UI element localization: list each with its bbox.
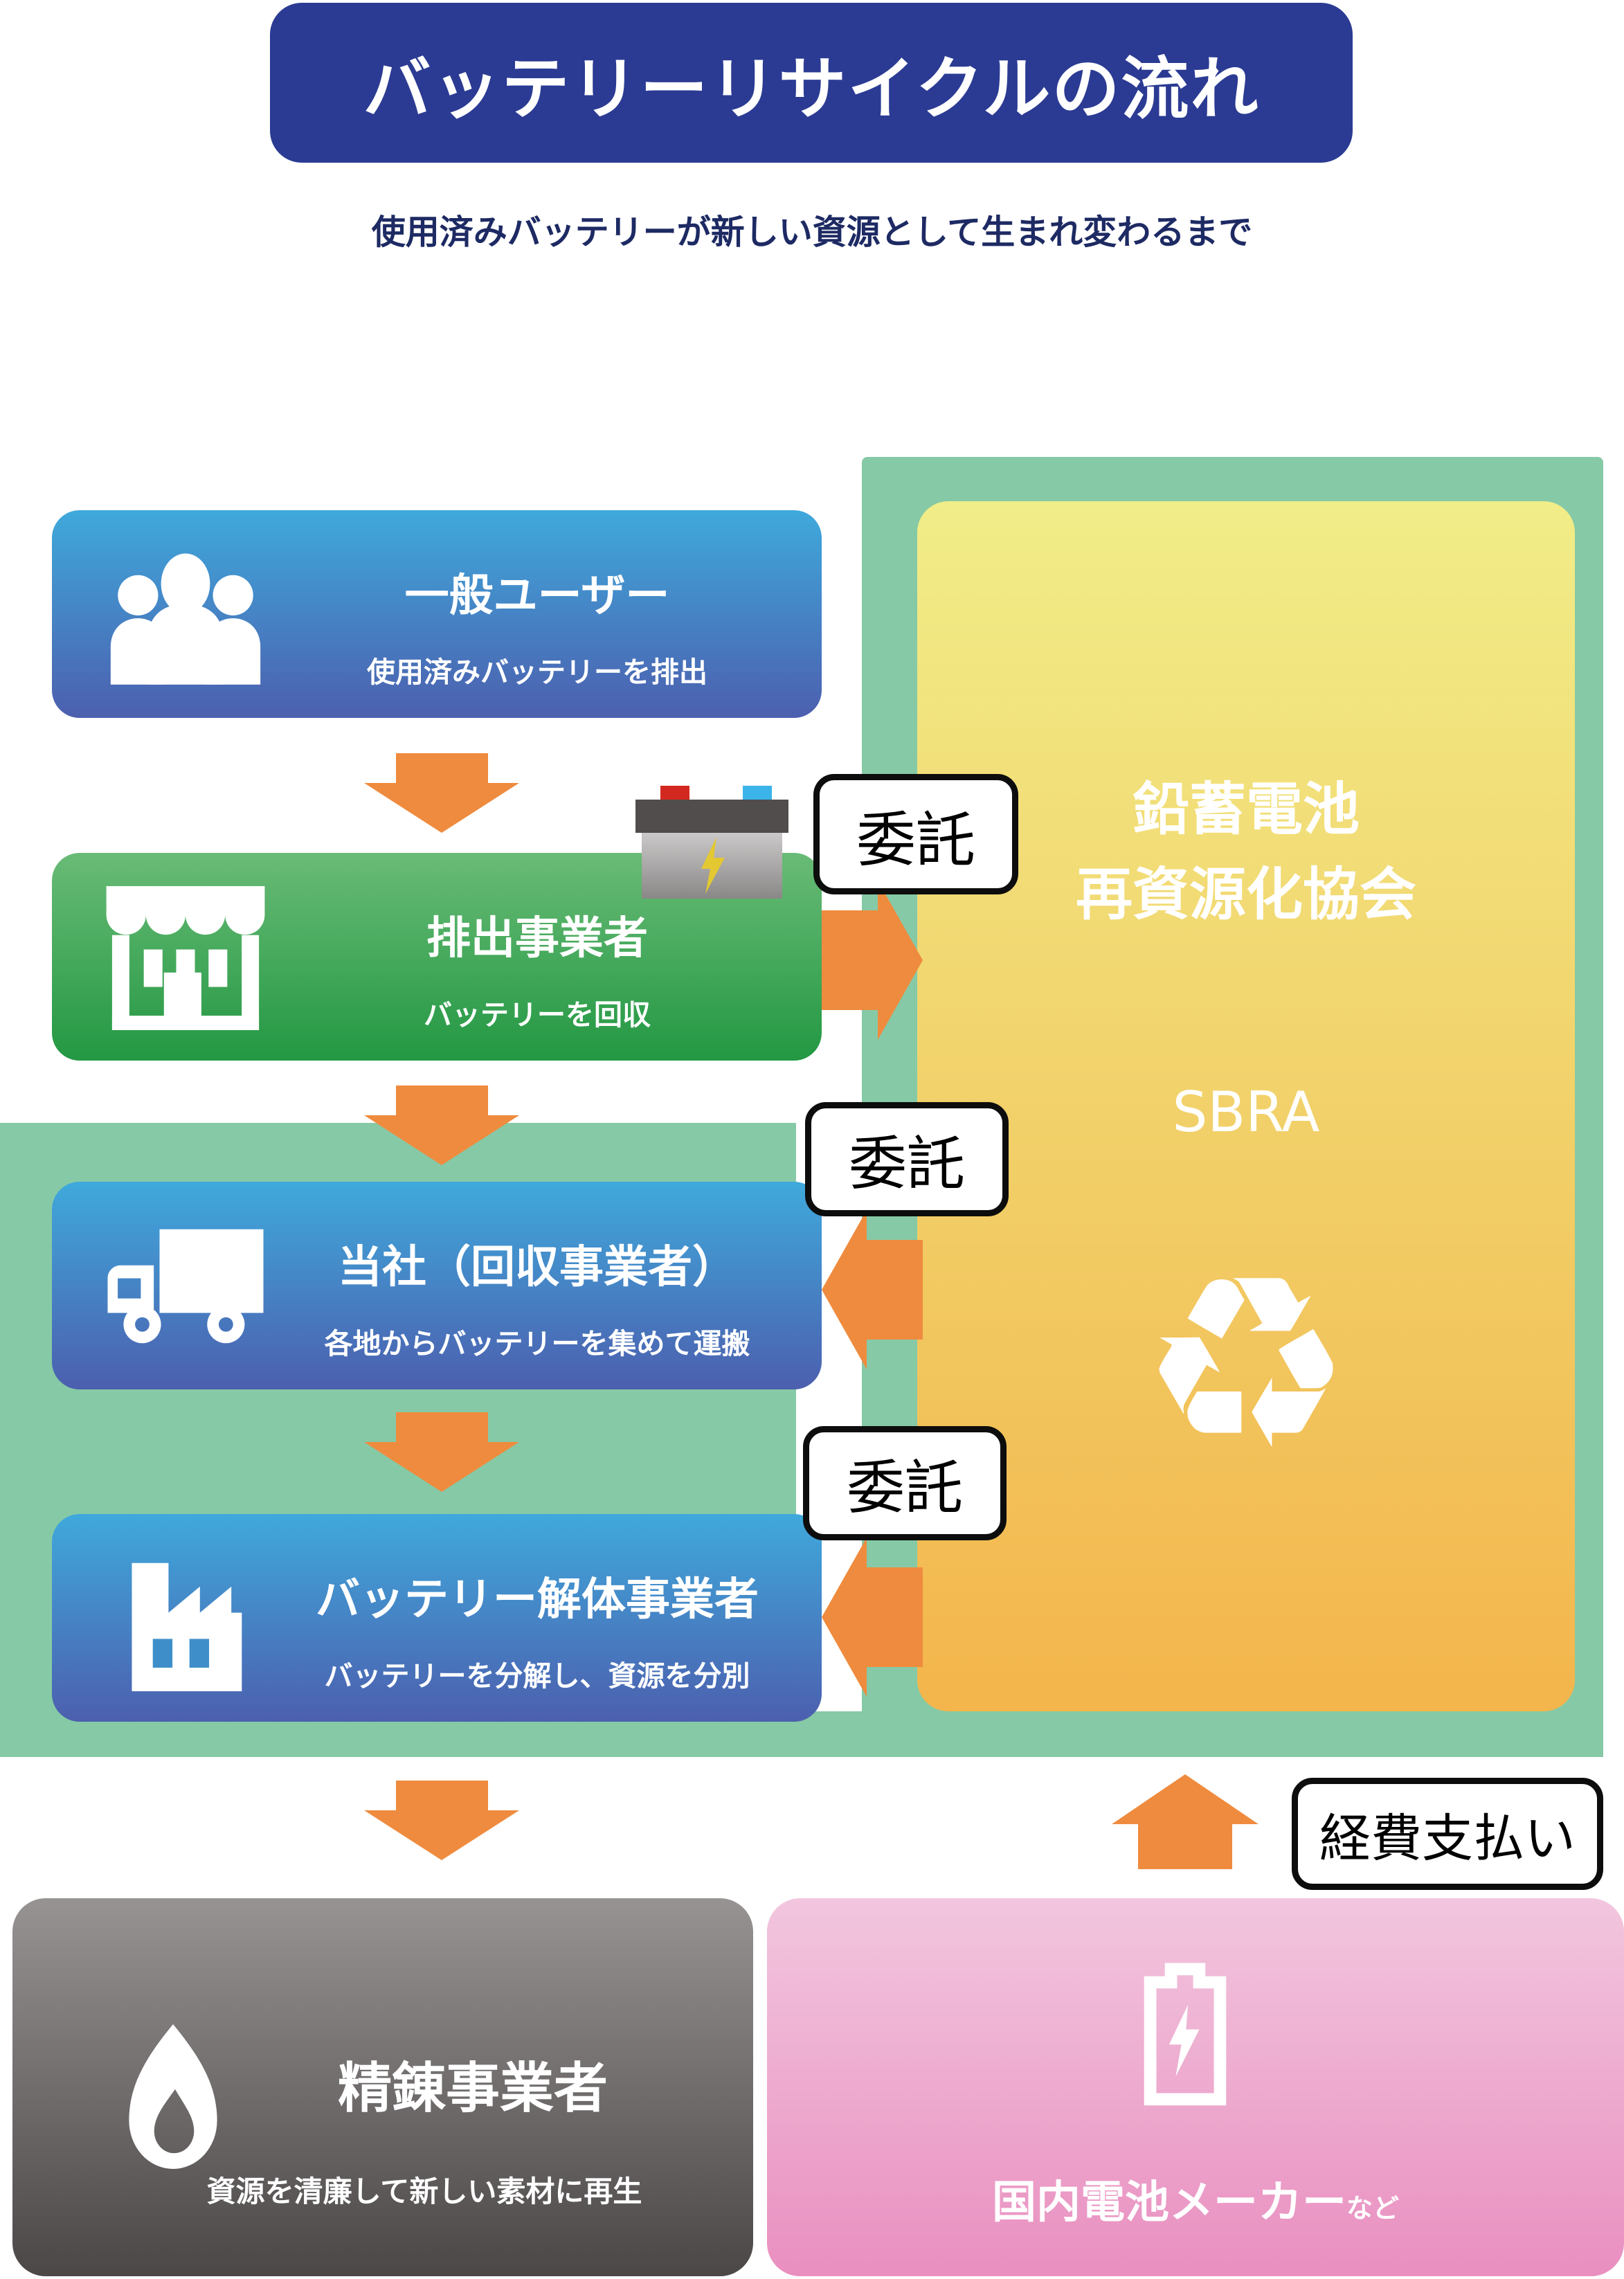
arrow-down-dismantler-to-refiner bbox=[364, 1781, 519, 1860]
expense-payment-label: 経費支払い bbox=[1292, 1778, 1603, 1890]
arrow-down-discharger-to-collector bbox=[364, 1086, 519, 1165]
people-group-icon bbox=[99, 543, 272, 687]
factory-icon bbox=[99, 1547, 272, 1691]
arrow-down-collector-to-dismantler bbox=[364, 1412, 519, 1492]
battery-outline-icon bbox=[1139, 1958, 1231, 2109]
box-subtitle: 使用済みバッテリーを排出 bbox=[367, 656, 707, 689]
consign-label-2: 委託 bbox=[805, 1102, 1009, 1216]
page-title: バッテリーリサイクルの流れ bbox=[363, 49, 1260, 129]
box-subtitle: バッテリーを回収 bbox=[424, 998, 651, 1032]
lightning-bolt-icon bbox=[693, 833, 732, 897]
flow-box-collector: 当社（回収事業者） 各地からバッテリーを集めて運搬 bbox=[52, 1182, 822, 1389]
box-subtitle: バッテリーを分解し、資源を分別 bbox=[324, 1659, 750, 1693]
page-subtitle: 使用済みバッテリーが新しい資源として生まれ変わるまで bbox=[371, 213, 1253, 252]
sbra-abbr: SBRA bbox=[1172, 1080, 1320, 1144]
maker-title: 国内電池メーカー bbox=[991, 2177, 1346, 2228]
storefront-icon bbox=[99, 886, 272, 1030]
box-subtitle: 資源を清廉して新しい素材に再生 bbox=[206, 2174, 642, 2208]
box-title: 当社（回収事業者） bbox=[338, 1242, 737, 1293]
sbra-name: 鉛蓄電池 再資源化協会 bbox=[917, 767, 1575, 937]
box-title: 精錬事業者 bbox=[337, 2057, 608, 2120]
consign-label-1: 委託 bbox=[813, 774, 1018, 894]
box-title: バッテリー解体事業者 bbox=[316, 1574, 759, 1625]
sbra-box bbox=[917, 501, 1575, 1711]
sbra-name-line1: 鉛蓄電池 bbox=[1132, 777, 1360, 843]
box-subtitle: 各地からバッテリーを集めて運搬 bbox=[324, 1327, 750, 1360]
consign-label-3: 委託 bbox=[803, 1426, 1007, 1540]
box-title: 国内電池メーカーなど bbox=[767, 2167, 1624, 2231]
truck-icon bbox=[99, 1215, 272, 1359]
recycle-icon: ♻ bbox=[1139, 1225, 1353, 1503]
flame-icon bbox=[115, 2024, 231, 2171]
sbra-name-line2: 再資源化協会 bbox=[1075, 862, 1416, 928]
arrow-right-discharger-to-sbra bbox=[822, 881, 923, 1040]
arrow-left-sbra-to-dismantler bbox=[822, 1538, 923, 1697]
arrow-up-maker-to-sbra bbox=[1112, 1774, 1258, 1869]
car-battery-icon bbox=[635, 786, 788, 899]
flow-box-refiner: 精錬事業者 資源を清廉して新しい素材に再生 bbox=[12, 1898, 753, 2276]
arrow-down-user-to-discharger bbox=[364, 753, 519, 833]
flow-box-battery-maker: 国内電池メーカーなど bbox=[767, 1898, 1624, 2276]
box-title: 排出事業者 bbox=[426, 913, 648, 964]
maker-title-suffix: など bbox=[1346, 2193, 1399, 2224]
battery-body bbox=[642, 833, 782, 899]
flow-box-general-user: 一般ユーザー 使用済みバッテリーを排出 bbox=[52, 510, 822, 718]
page-title-bar: バッテリーリサイクルの流れ bbox=[270, 3, 1353, 163]
battery-cap bbox=[635, 800, 788, 833]
flow-box-dismantler: バッテリー解体事業者 バッテリーを分解し、資源を分別 bbox=[52, 1514, 822, 1722]
arrow-left-sbra-to-collector bbox=[822, 1210, 923, 1369]
box-title: 一般ユーザー bbox=[404, 570, 670, 622]
